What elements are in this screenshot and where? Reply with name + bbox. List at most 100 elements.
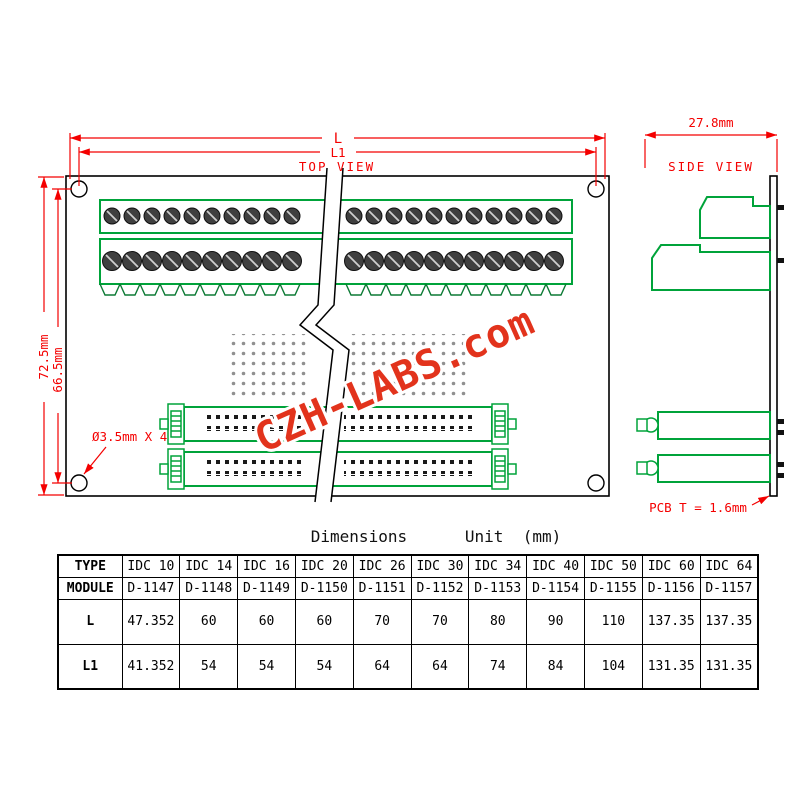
idc-latch-left-nub [159,418,169,430]
terminal-profile-1 [699,196,771,239]
idc-profile-1 [636,411,771,440]
cell-type: IDC 14 [179,554,239,578]
idc-pin-row [202,426,304,431]
idc-pin-row [344,414,474,419]
pcb-edge [769,175,778,497]
idc-latch-left-inner [170,455,182,483]
cell-L: 80 [468,598,528,645]
hole-diameter-note: Ø3.5mm X 4 [92,429,167,444]
board-break-symbol [298,167,350,503]
solder-pad-grid-left [226,334,306,396]
latch-hatch [495,460,505,477]
dimensions-table-section: Dimensions Unit (mm) TYPE IDC 10 IDC 14 … [57,527,759,690]
idc-pin-row [344,459,474,464]
cell-module: D-1152 [410,576,470,600]
side-view [636,175,784,497]
idc-profile-2 [636,454,771,483]
cell-L1: 104 [584,643,643,690]
cell-L1: 74 [468,643,528,690]
cell-module: D-1150 [294,576,354,600]
idc-latch-right-inner [494,410,506,438]
idc-connector-2 [159,448,517,490]
cell-module: D-1151 [352,576,412,600]
cell-type: IDC 30 [410,554,470,578]
dim-label-hole-span: 66.5mm [50,347,65,392]
cell-type: IDC 40 [526,554,585,578]
cell-L: 137.35 [699,598,759,645]
row-header-L: L [57,598,123,645]
cell-module: D-1147 [121,576,181,600]
cell-module: D-1154 [526,576,585,600]
cell-L1: 84 [526,643,585,690]
table-row-module: MODULE D-1147 D-1148 D-1149 D-1150 D-115… [57,576,759,600]
dimension-annotations: L L1 TOP VIEW 72.5mm 66.5mm Ø3.5mm X 4 2… [36,115,778,515]
terminal-clamp-teeth [99,283,567,296]
cell-L: 60 [179,598,239,645]
table-row-L1: L1 41.352 54 54 54 64 64 74 84 104 131.3… [57,643,759,690]
mounting-holes [70,180,605,492]
cell-module: D-1148 [179,576,239,600]
row-header-module: MODULE [57,576,123,600]
idc-pin-row [202,459,304,464]
table-row-L: L 47.352 60 60 60 70 70 80 90 110 137.35… [57,598,759,645]
cell-module: D-1156 [641,576,701,600]
cell-type: IDC 20 [294,554,354,578]
latch-hatch [171,460,181,477]
cell-L: 70 [352,598,412,645]
mounting-hole [70,474,88,492]
cell-L1: 54 [237,643,296,690]
cell-type: IDC 34 [468,554,528,578]
cell-module: D-1153 [468,576,528,600]
cell-L: 110 [584,598,643,645]
cell-L1: 131.35 [699,643,759,690]
cell-L: 70 [410,598,470,645]
idc-pin-row [202,471,304,476]
cell-module: D-1155 [584,576,643,600]
side-view-label: SIDE VIEW [668,159,754,174]
idc-latch-right-nub [507,418,517,430]
cell-type: IDC 50 [584,554,643,578]
top-view-label: TOP VIEW [299,159,375,174]
cell-type: IDC 26 [352,554,412,578]
table-caption: Dimensions Unit (mm) [310,527,562,546]
cell-L: 60 [237,598,296,645]
cell-L: 137.35 [641,598,701,645]
idc-latch-right-nub [507,463,517,475]
mounting-hole [587,474,605,492]
through-pins [777,205,784,478]
row-header-type: TYPE [57,554,123,578]
idc-pin-row [344,426,474,431]
cell-L1: 64 [410,643,470,690]
cell-module: D-1157 [699,576,759,600]
idc-latch-right-inner [494,455,506,483]
cell-L1: 41.352 [121,643,181,690]
pcb-thickness-note: PCB T = 1.6mm [649,500,747,515]
cell-type: IDC 64 [699,554,759,578]
dimensions-table: TYPE IDC 10 IDC 14 IDC 16 IDC 20 IDC 26 … [57,554,759,690]
idc-pin-row [344,471,474,476]
solder-pad-grid-right [348,334,470,396]
dim-label-board-height: 72.5mm [36,334,51,379]
dim-label-side-depth: 27.8mm [688,115,733,130]
idc-latch-left-nub [159,463,169,475]
drawing-canvas: L L1 TOP VIEW 72.5mm 66.5mm Ø3.5mm X 4 2… [36,115,784,515]
terminal-profile-2 [651,244,771,291]
cell-L: 47.352 [121,598,181,645]
cell-L1: 131.35 [641,643,701,690]
cell-L1: 64 [352,643,412,690]
cell-L: 90 [526,598,585,645]
row-header-L1: L1 [57,643,123,690]
idc-shroud [183,451,493,487]
latch-hatch [171,415,181,432]
cell-type: IDC 60 [641,554,701,578]
cell-L: 60 [294,598,354,645]
cell-module: D-1149 [237,576,296,600]
cell-L1: 54 [179,643,239,690]
dim-label-L1: L1 [330,145,345,160]
cell-L1: 54 [294,643,354,690]
table-row-type: TYPE IDC 10 IDC 14 IDC 16 IDC 20 IDC 26 … [57,554,759,578]
latch-hatch [495,415,505,432]
cell-type: IDC 16 [237,554,296,578]
idc-pin-row [202,414,304,419]
